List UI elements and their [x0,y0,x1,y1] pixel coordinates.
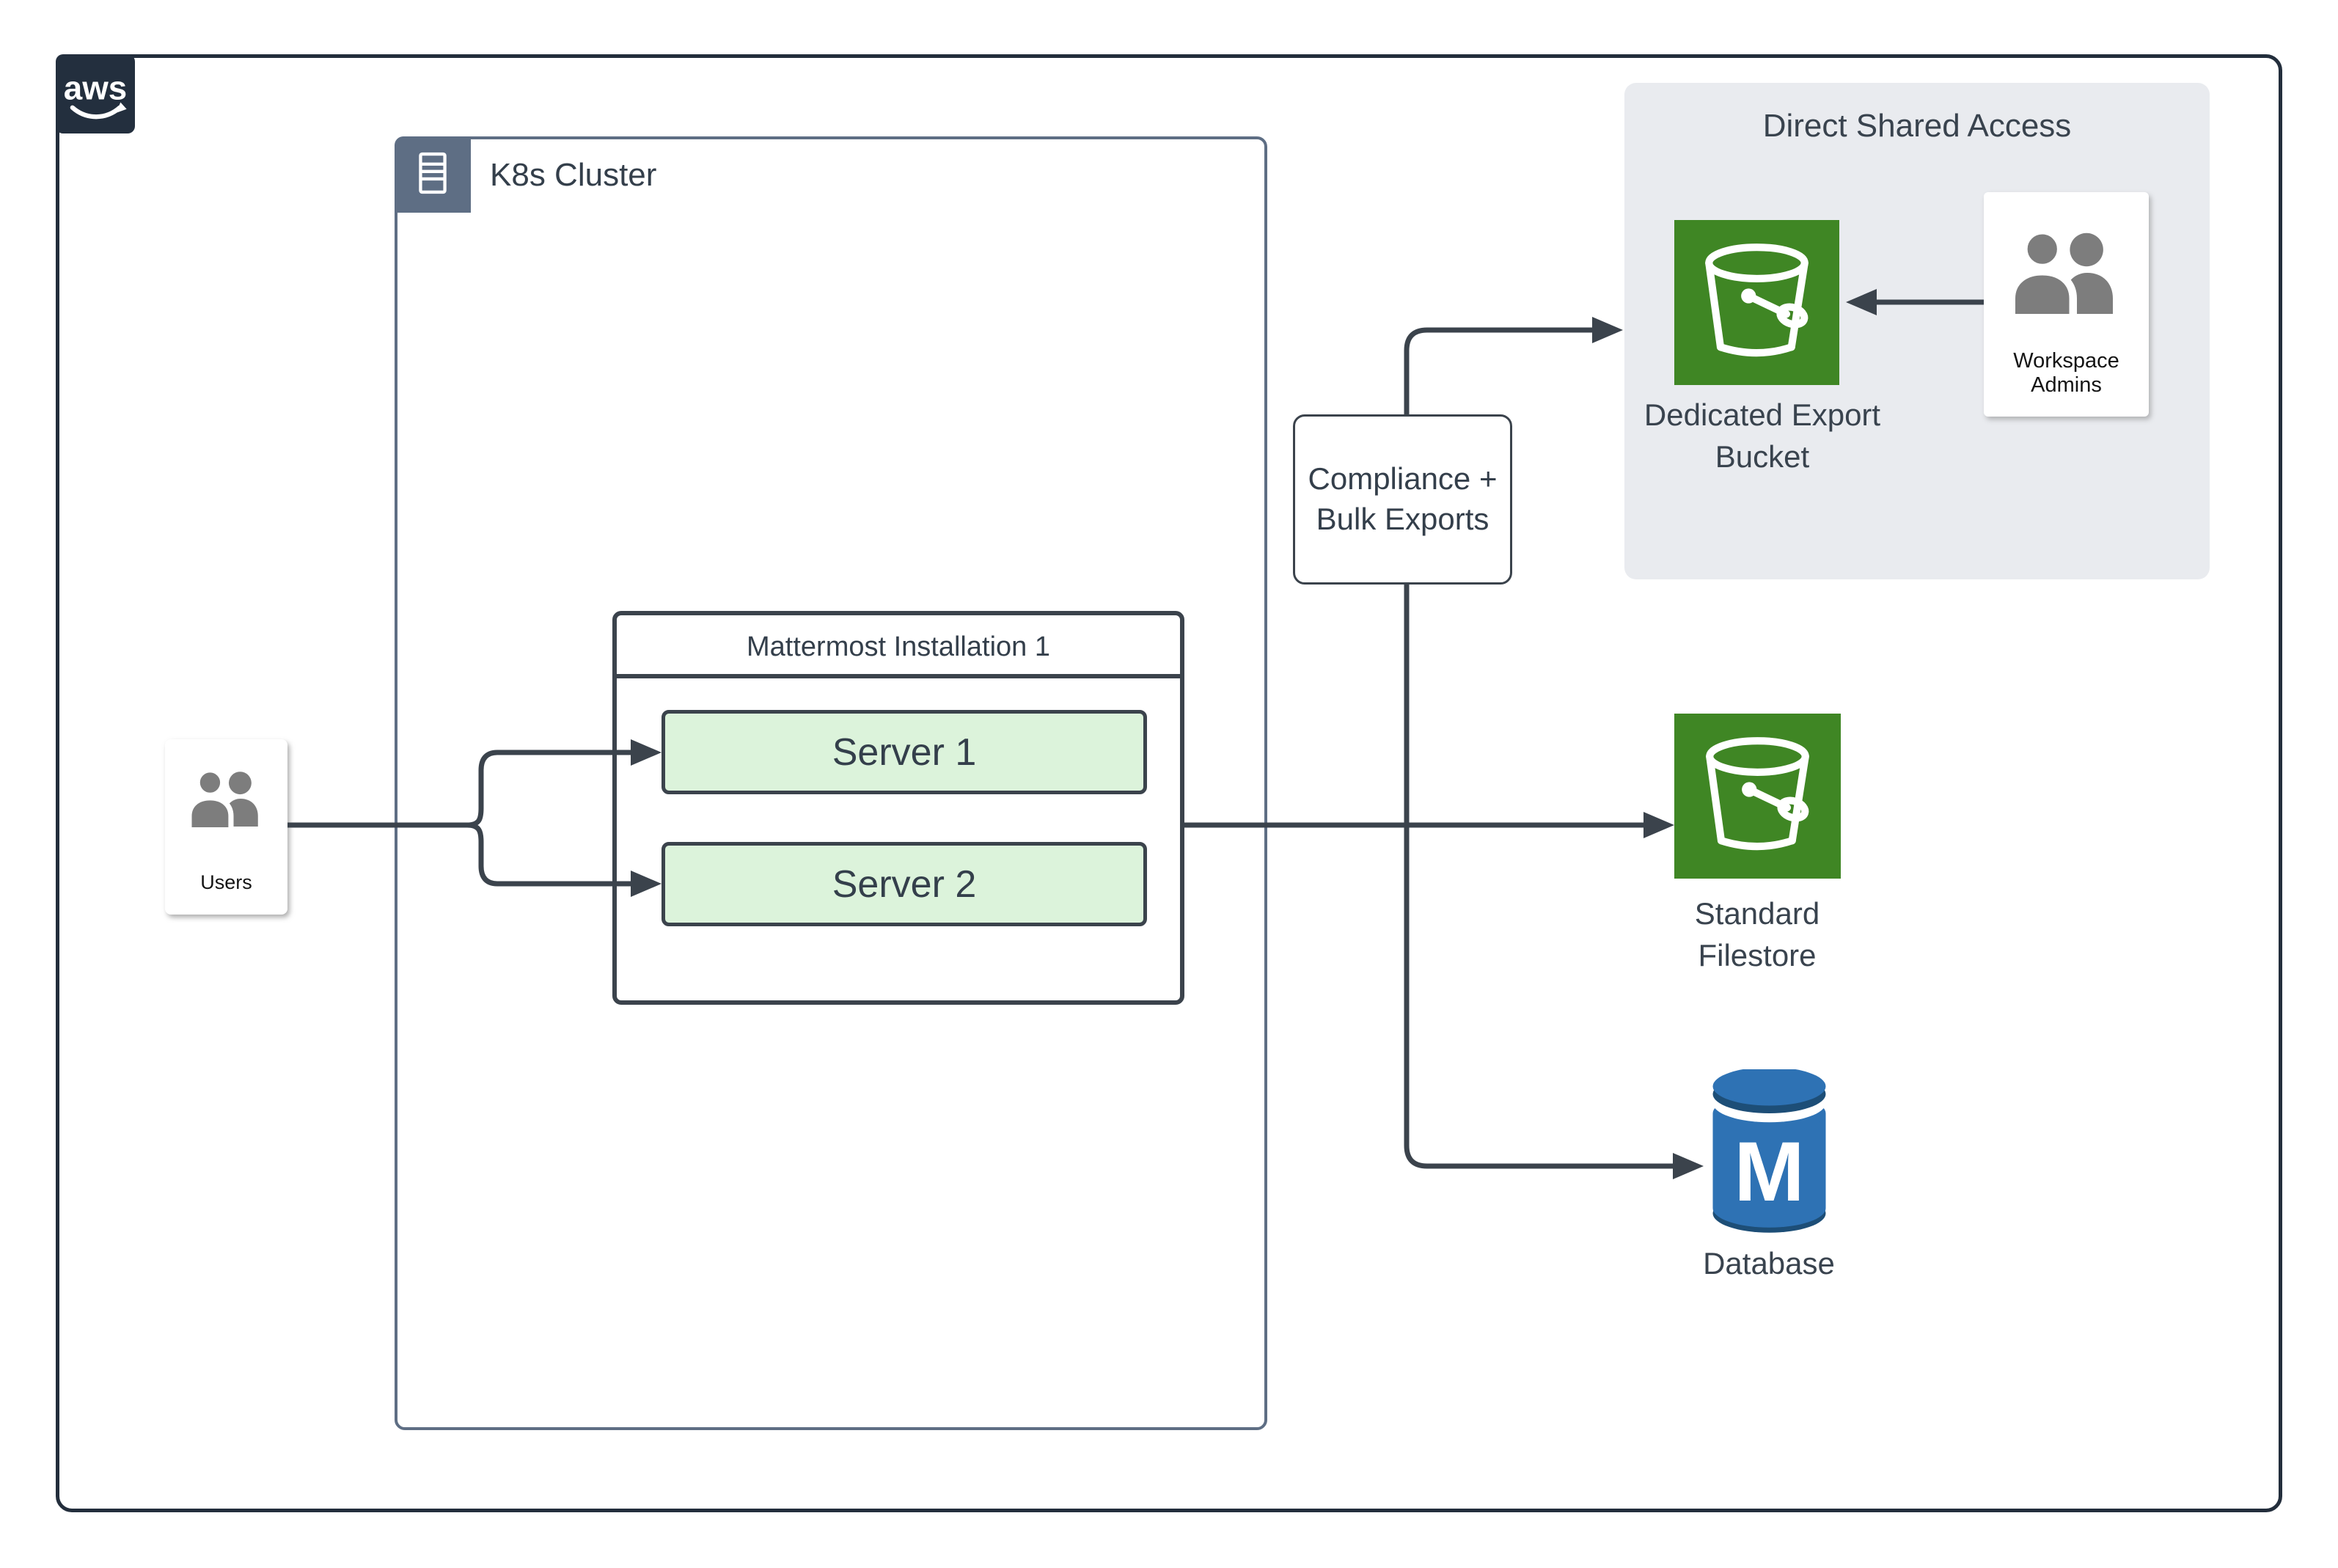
standard-filestore-label: Standard Filestore [1610,893,1904,976]
direct-shared-access-title: Direct Shared Access [1762,108,2072,144]
dedicated-export-bucket-icon [1674,220,1839,385]
users-group-icon [185,767,268,833]
workspace-admins-group-icon [2005,227,2128,323]
workspace-admins-label: Workspace Admins [2013,349,2119,397]
compliance-bulk-exports-node: Compliance + Bulk Exports [1293,414,1512,585]
dedicated-export-bucket-label: Dedicated Export Bucket [1597,395,1927,477]
k8s-cluster-box [395,136,1267,1430]
aws-logo-icon: aws [64,69,127,120]
users-card: Users [165,739,287,915]
standard-filestore-label-line1: Standard [1694,896,1820,931]
aws-smile-icon [70,105,122,120]
dedicated-export-bucket-label-line1: Dedicated Export [1643,398,1881,432]
k8s-cluster-badge [395,136,471,213]
database-icon: M [1705,1067,1833,1239]
k8s-cluster-label: K8s Cluster [490,157,657,193]
users-label: Users [200,871,252,893]
dedicated-export-bucket-label-line2: Bucket [1715,439,1810,474]
mattermost-installation-title: Mattermost Installation 1 [617,615,1180,678]
database-label: Database [1703,1246,1835,1281]
standard-filestore-label-line2: Filestore [1698,937,1817,972]
mattermost-installation-box: Mattermost Installation 1 [612,611,1184,1005]
diagram-frame [56,54,2282,1512]
standard-filestore-bucket-icon [1674,714,1841,879]
database-monogram: M [1734,1124,1804,1219]
aws-logo-text: aws [64,69,127,106]
server-rack-icon [406,147,459,203]
server-2-node: Server 2 [662,842,1147,926]
workspace-admins-card: Workspace Admins [1984,192,2149,417]
server-1-node: Server 1 [662,710,1147,794]
compliance-label-line1: Compliance + [1308,461,1498,497]
aws-logo: aws [56,54,135,133]
compliance-label-line2: Bulk Exports [1316,502,1489,536]
aws-smile-tip-icon [116,102,127,113]
